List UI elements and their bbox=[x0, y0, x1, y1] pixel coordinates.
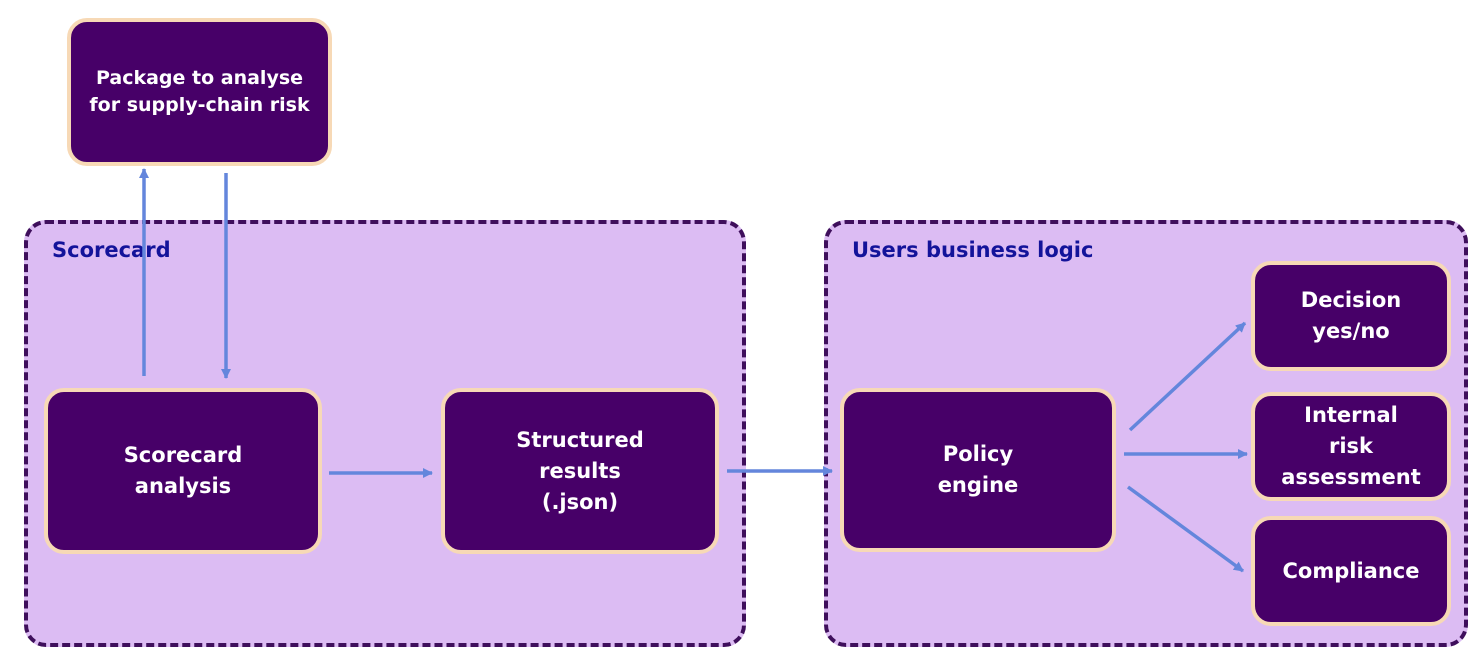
package-node: Package to analyse for supply-chain risk bbox=[67, 18, 332, 166]
policy-engine-node: Policy engine bbox=[840, 388, 1116, 552]
structured-results-node: Structured results (.json) bbox=[441, 388, 719, 554]
scorecard-group-label: Scorecard bbox=[52, 238, 171, 262]
business-logic-group-label: Users business logic bbox=[852, 238, 1094, 262]
decision-node: Decision yes/no bbox=[1251, 261, 1451, 371]
scorecard-analysis-node: Scorecard analysis bbox=[44, 388, 322, 554]
risk-assessment-node: Internal risk assessment bbox=[1251, 392, 1451, 501]
compliance-node: Compliance bbox=[1251, 516, 1451, 626]
